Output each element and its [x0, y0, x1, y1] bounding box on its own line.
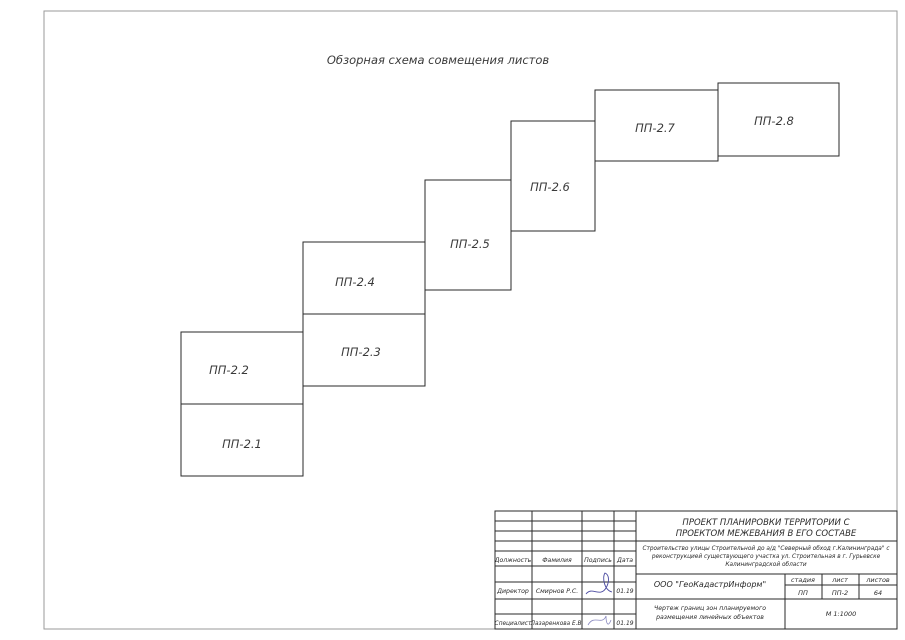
col-signature: Подпись — [584, 557, 612, 564]
sheet-layout — [180, 82, 840, 477]
sheet-label-2-8: ПП-2.8 — [754, 114, 794, 128]
row2-name: Лазаренкова Е.В. — [530, 621, 584, 627]
row2-date: 01.19 — [616, 620, 633, 627]
scheme-title: Обзорная схема совмещения листов — [327, 53, 550, 67]
project-title-line1: ПРОЕКТ ПЛАНИРОВКИ ТЕРРИТОРИИ С — [682, 518, 849, 528]
row2-position: Специалист — [495, 621, 532, 627]
sheet-frame — [43, 10, 898, 630]
sheet-label-2-2: ПП-2.2 — [209, 363, 249, 377]
sheet-frame-2-6 — [510, 120, 596, 232]
row1-position: Директор — [496, 588, 529, 595]
sheet-value: ПП-2 — [832, 589, 848, 597]
row1-name: Смирнов Р.С. — [536, 588, 578, 595]
sheet-label-2-6: ПП-2.6 — [530, 180, 570, 194]
object-line3: Калининградской области — [725, 562, 807, 568]
sheet-frame-2-8 — [717, 82, 840, 157]
drawing-name-line1: Чертеж границ зон планируемого — [654, 605, 766, 612]
stage-value: ПП — [798, 589, 808, 597]
object-line2: реконструкцией существующего участка ул.… — [651, 554, 881, 560]
col-surname: Фамилия — [542, 557, 572, 564]
col-date: Дата — [616, 557, 633, 564]
row1-date: 01.19 — [616, 588, 633, 595]
stage-label: стадия — [791, 576, 815, 584]
sheet-label-2-7: ПП-2.7 — [635, 121, 675, 135]
col-position: Должность — [494, 557, 532, 564]
company-name: ООО "ГеоКадастрИнформ" — [654, 580, 766, 589]
sheet-label-2-1: ПП-2.1 — [222, 437, 262, 451]
title-block: ПРОЕКТ ПЛАНИРОВКИ ТЕРРИТОРИИ С ПРОЕКТОМ … — [494, 510, 898, 630]
object-line1: Строительство улицы Строительной до а/д … — [642, 546, 890, 552]
sheet-label-2-5: ПП-2.5 — [450, 237, 490, 251]
sheets-value: 64 — [874, 589, 882, 597]
sheet-label: лист — [831, 576, 848, 584]
sheets-label: листов — [865, 576, 890, 584]
sheet-label-2-3: ПП-2.3 — [341, 345, 381, 359]
drawing-name-line2: размещения линейных объектов — [655, 613, 764, 621]
scale-value: М 1:1000 — [826, 610, 857, 618]
signature-director — [585, 572, 613, 595]
signature-specialist — [587, 615, 612, 626]
project-title-line2: ПРОЕКТОМ МЕЖЕВАНИЯ В ЕГО СОСТАВЕ — [676, 529, 857, 539]
sheet-frame-2-5 — [424, 179, 512, 291]
sheet-label-2-4: ПП-2.4 — [335, 275, 375, 289]
